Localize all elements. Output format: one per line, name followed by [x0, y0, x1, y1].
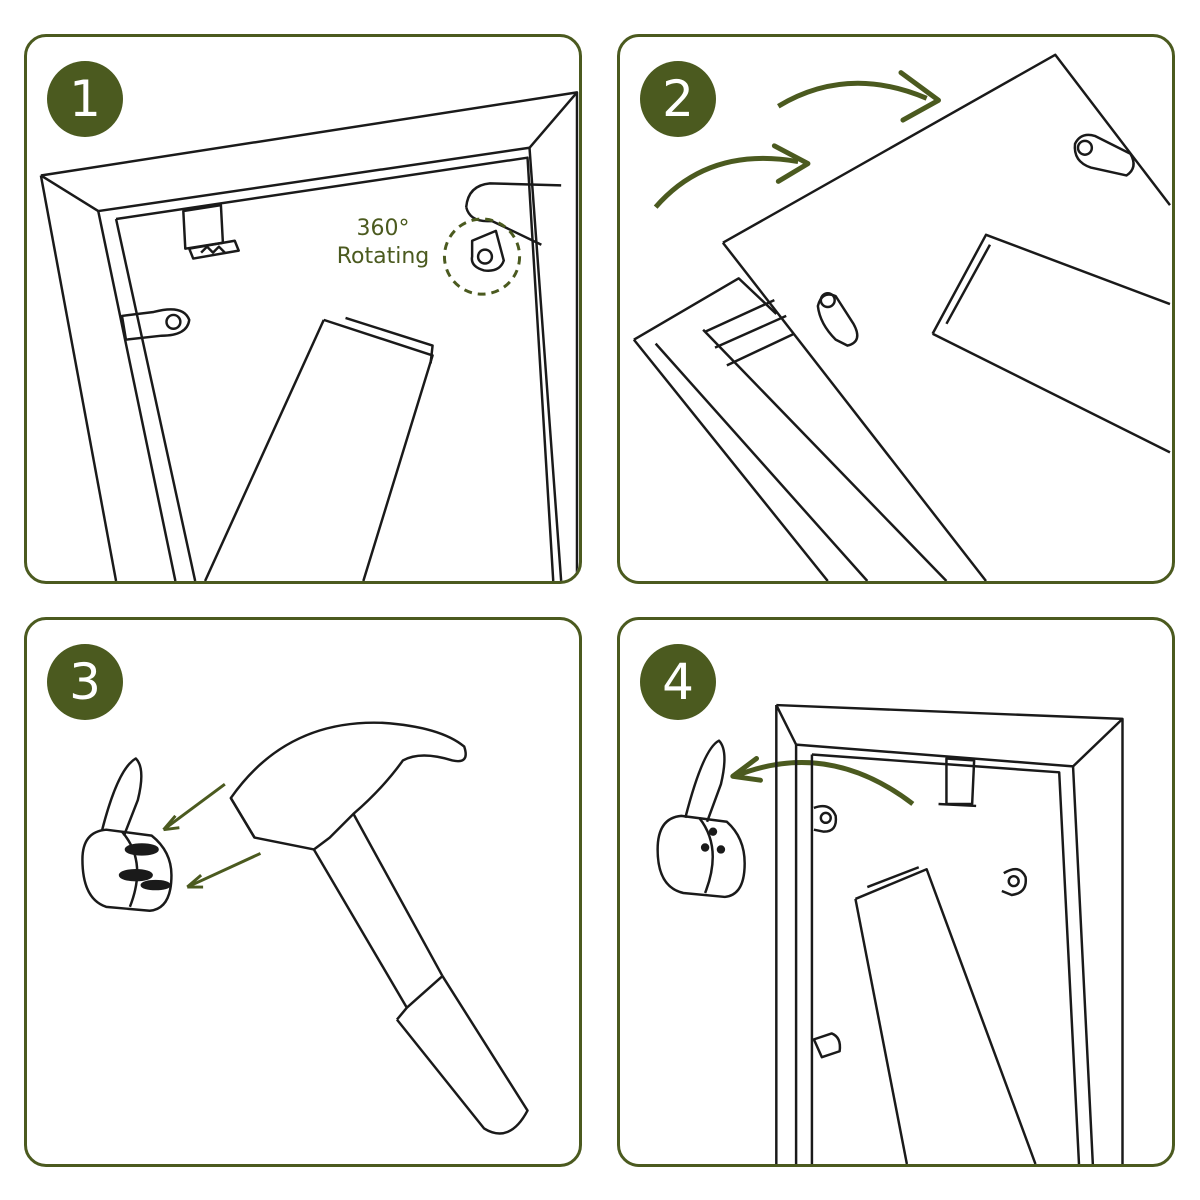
backboard-insert-illustration [632, 53, 1171, 581]
rotation-degrees: 360° [356, 216, 410, 241]
frame-back-illustration [39, 91, 579, 581]
rotation-note: 360° Rotating [323, 215, 443, 271]
hang-frame-illustration [656, 703, 1124, 1164]
step-number-badge: 3 [47, 644, 123, 720]
step-3-panel: 3 [24, 617, 582, 1167]
step-4-panel: 4 [617, 617, 1175, 1167]
step-1-panel: 1 360° Rotating [24, 34, 582, 584]
hammer-hook-illustration [81, 721, 529, 1135]
rotation-text: Rotating [336, 244, 430, 269]
step-2-panel: 2 [617, 34, 1175, 584]
step-number-badge: 4 [640, 644, 716, 720]
step-number-badge: 2 [640, 61, 716, 137]
step-number-badge: 1 [47, 61, 123, 137]
